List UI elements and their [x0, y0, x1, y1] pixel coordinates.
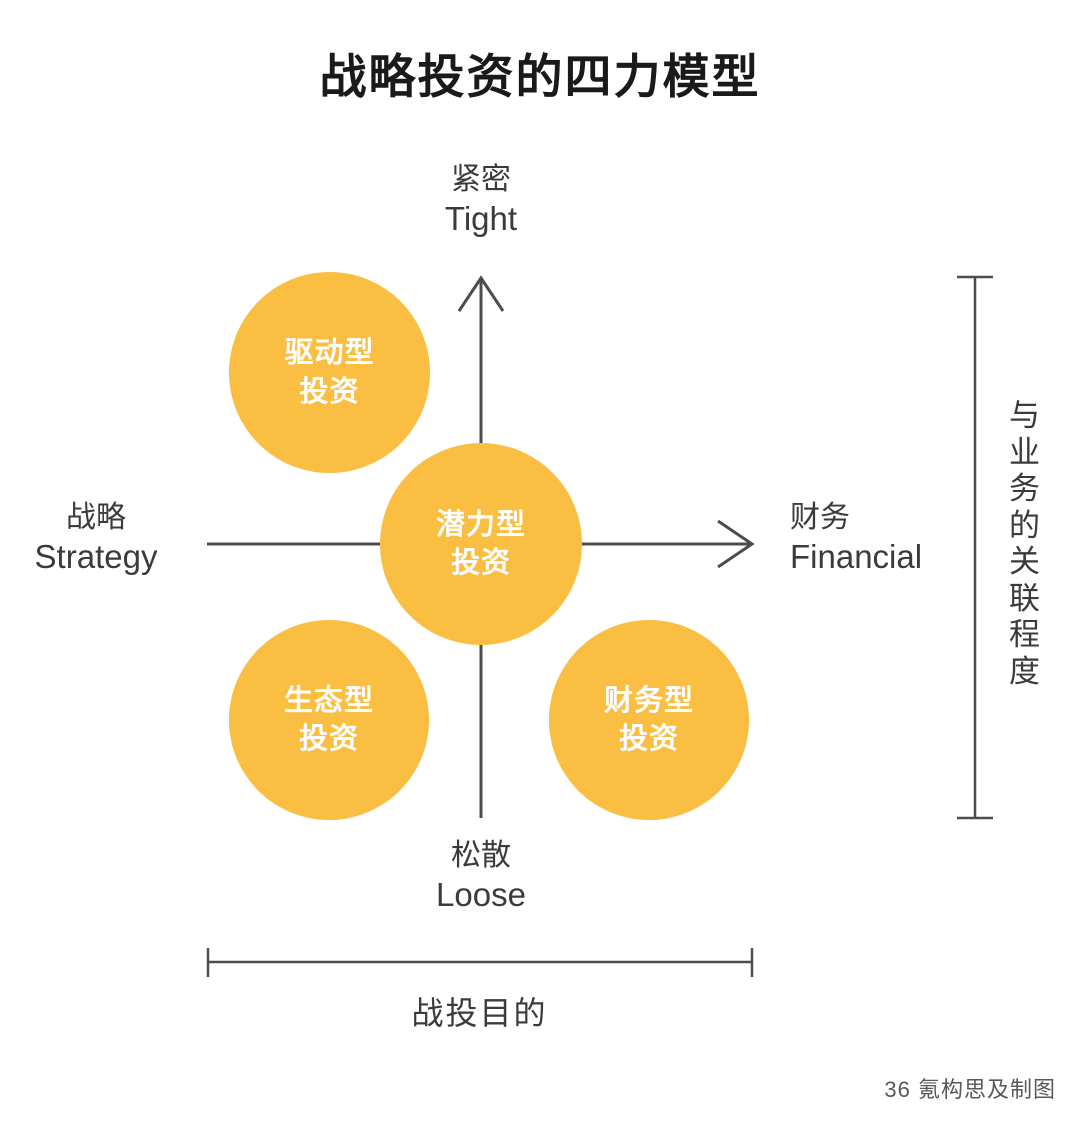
bubble-financial-line2: 投资 — [618, 723, 679, 755]
vertical-bracket-char-7: 度 — [1009, 654, 1041, 690]
axis-label-top-cn: 紧密 — [451, 163, 511, 196]
axis-label-left-cn: 战略 — [66, 501, 126, 534]
bubble-potential-investment[interactable]: 潜力型 投资 — [380, 443, 582, 645]
vertical-bracket-char-4: 关 — [1009, 544, 1041, 580]
vertical-bracket-char-2: 务 — [1009, 471, 1041, 507]
axis-label-bottom-en: Loose — [436, 875, 526, 913]
bubble-driver-line2: 投资 — [299, 375, 360, 408]
axis-label-top-en: Tight — [444, 199, 518, 237]
axis-label-left: 战略 Strategy — [0, 500, 192, 577]
bubble-eco-line2: 投资 — [298, 723, 359, 755]
axis-label-top: 紧密 Tight — [0, 162, 962, 239]
bubble-financial-investment[interactable]: 财务型 投资 — [549, 620, 749, 820]
vertical-bracket-char-3: 的 — [1009, 507, 1041, 543]
axis-label-right-en: Financial — [790, 537, 923, 575]
credit-text: 36 氪构思及制图 — [884, 1077, 1056, 1102]
page-title: 战略投资的四力模型 — [319, 50, 761, 103]
vertical-bracket-char-1: 业 — [1009, 434, 1041, 470]
axis-label-right-cn: 财务 — [790, 501, 850, 534]
bubble-financial-line1: 财务型 — [603, 684, 694, 717]
axis-label-bottom: 松散 Loose — [0, 838, 962, 915]
vertical-bracket-char-6: 程 — [1009, 617, 1041, 653]
vertical-bracket-char-5: 联 — [1009, 580, 1041, 616]
bubble-potential-line2: 投资 — [450, 547, 511, 579]
bubble-potential-line1: 潜力型 — [435, 508, 526, 541]
vertical-bracket-label: 与 业 务 的 关 联 程 度 — [1002, 398, 1048, 691]
horizontal-bracket — [206, 948, 754, 977]
axis-label-left-en: Strategy — [34, 537, 158, 575]
bubble-driver-line1: 驱动型 — [284, 337, 375, 370]
axis-label-right: 财务 Financial — [790, 500, 1020, 577]
axis-label-bottom-cn: 松散 — [451, 839, 511, 872]
horizontal-bracket-label: 战投目的 — [411, 995, 548, 1031]
bubble-ecosystem-investment[interactable]: 生态型 投资 — [229, 620, 429, 820]
vertical-bracket-char-0: 与 — [1009, 398, 1041, 433]
bubble-eco-line1: 生态型 — [283, 684, 374, 717]
bubble-driver-investment[interactable]: 驱动型 投资 — [229, 272, 430, 473]
